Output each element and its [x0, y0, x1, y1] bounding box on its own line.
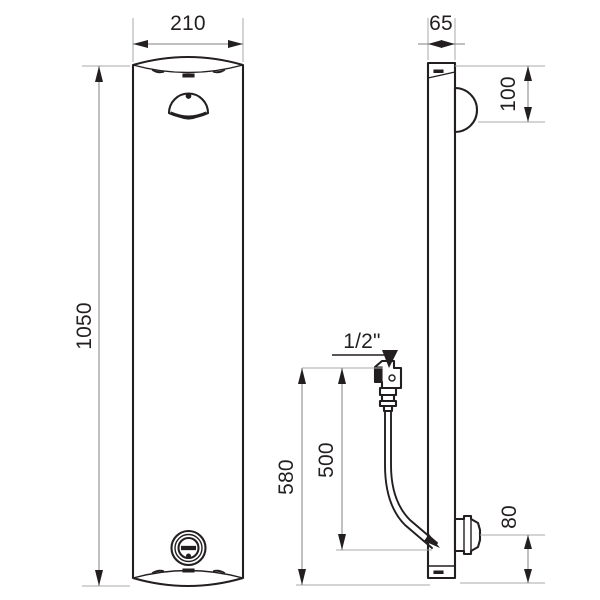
- dimension-thread-half-inch: 1/2": [332, 330, 398, 368]
- side-shower-head-projection: [453, 86, 479, 134]
- shower-head-outlet: [167, 92, 210, 120]
- dim-label-210: 210: [170, 12, 206, 35]
- front-top-fixing-right: [212, 69, 226, 74]
- arrow-1050-top: [95, 66, 103, 82]
- dim-label-580: 580: [275, 459, 298, 495]
- flexible-hose-left-edge: [384, 410, 433, 549]
- front-top-fixing-center: [182, 73, 195, 78]
- bottom-outlet-slot: [180, 545, 197, 551]
- dim-label-65: 65: [429, 12, 453, 35]
- dim-label-1050: 1050: [73, 302, 96, 350]
- arrow-65-left: [428, 40, 442, 48]
- arrow-100-top: [524, 66, 532, 81]
- elbow-nut-1: [378, 386, 398, 397]
- side-panel-body: [426, 61, 457, 580]
- arrow-580-top: [298, 368, 306, 384]
- side-bottom-fixing: [433, 570, 444, 574]
- front-view: 210 1050: [73, 12, 245, 587]
- side-top-fixing: [433, 69, 444, 73]
- front-bottom-fixing-left: [151, 569, 165, 574]
- arrow-210-left: [133, 40, 148, 48]
- shower-head-spout: [170, 111, 207, 120]
- dim-label-half-inch: 1/2": [343, 330, 380, 353]
- elbow-nut-3: [378, 399, 398, 408]
- arrow-500-top: [338, 368, 346, 384]
- side-view: 65 100: [275, 12, 545, 586]
- front-panel-body: [131, 56, 245, 587]
- dim-label-500: 500: [315, 442, 338, 478]
- arrow-1050-bottom: [95, 570, 103, 586]
- dim-label-100: 100: [497, 76, 520, 112]
- dim-label-80: 80: [498, 505, 521, 529]
- front-panel-top-cap-line: [132, 64, 244, 74]
- arrow-210-right: [228, 40, 243, 48]
- elbow-nut-4: [382, 404, 394, 413]
- arrow-65-right: [441, 40, 455, 48]
- dimension-depth-65: 65: [418, 12, 465, 60]
- bottom-outlet-dot: [185, 553, 192, 559]
- front-bottom-fixing-center: [182, 568, 195, 573]
- bottom-outlet-ring-mid: [174, 533, 203, 563]
- front-top-fixing-left: [151, 69, 165, 74]
- side-nozzle-body: [453, 514, 482, 556]
- shower-head-sensor-dot: [185, 93, 192, 99]
- side-panel-top-cap-line: [427, 62, 456, 79]
- elbow-inlet-collar: [374, 366, 383, 383]
- dimension-height-1050: 1050: [73, 65, 130, 587]
- elbow-hex-mark: [388, 374, 396, 382]
- arrow-100-bottom: [524, 107, 532, 122]
- flexible-hose-right-edge: [390, 410, 438, 544]
- leader-arrow-half-inch: [382, 350, 398, 368]
- arrow-580-bottom: [298, 569, 306, 585]
- dimension-height-580: 580: [275, 367, 430, 586]
- side-outlet-nozzle: [453, 514, 482, 556]
- arrow-80-bottom: [524, 569, 532, 583]
- hose-connection-arrow: [424, 534, 440, 548]
- front-bottom-fixing-right: [212, 569, 226, 574]
- arrow-80-top: [524, 535, 532, 549]
- dimension-width-210: 210: [132, 12, 244, 62]
- arrow-500-bottom: [338, 534, 346, 550]
- bottom-push-button-outlet: [170, 529, 207, 567]
- dimension-height-80: 80: [460, 505, 545, 584]
- dimension-height-500: 500: [315, 367, 432, 551]
- dimension-projection-100: 100: [455, 65, 545, 123]
